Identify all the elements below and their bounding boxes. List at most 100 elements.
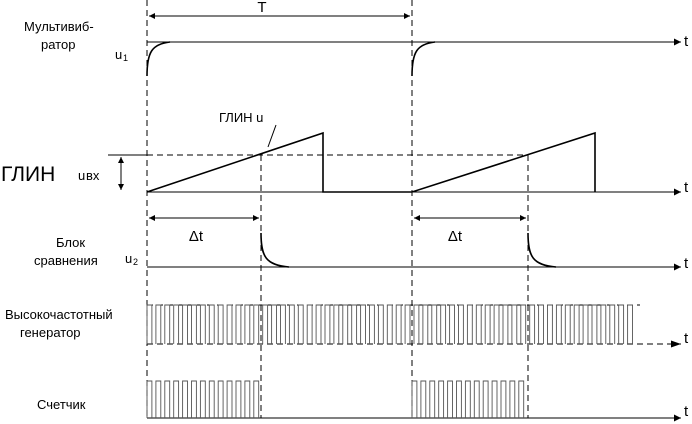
- hf-pulse: [155, 304, 162, 344]
- u2-subscript: 2: [133, 257, 138, 267]
- hf-pulse: [262, 304, 269, 344]
- u1-symbol: u: [115, 47, 122, 62]
- counter-pulse: [447, 380, 453, 418]
- hf-pulse: [199, 304, 206, 344]
- counter-pulse: [420, 380, 427, 418]
- hf-pulse: [591, 304, 598, 344]
- counter-pulse: [456, 380, 462, 418]
- hf-pulse: [609, 304, 616, 344]
- counter-pulse: [473, 380, 480, 418]
- multivibrator-label-line2: ратор: [41, 37, 75, 52]
- hf-pulse: [520, 304, 527, 344]
- hf-pulse: [502, 304, 509, 344]
- counter-label: Счетчик: [37, 397, 86, 412]
- counter-pulse: [438, 380, 445, 418]
- hf-pulse: [191, 304, 197, 344]
- hf-pulse: [395, 304, 402, 344]
- hf-pulse: [217, 304, 224, 344]
- counter-pulse: [208, 380, 215, 418]
- hf-generator-pulse-train: [146, 304, 633, 344]
- counter-pulse: [500, 380, 507, 418]
- delta-t-2-label: Δt: [448, 228, 463, 245]
- hf-pulse: [564, 304, 571, 344]
- hf-pulse: [538, 304, 544, 344]
- hf-pulse: [271, 304, 277, 344]
- hf-pulse: [360, 304, 366, 344]
- hf-pulse: [324, 304, 331, 344]
- counter-pulse: [464, 380, 471, 418]
- hf-pulse: [493, 304, 500, 344]
- hf-pulse: [146, 304, 153, 344]
- hf-pulse: [306, 304, 313, 344]
- uvx-symbol: u: [78, 168, 85, 183]
- counter-axis-t: t: [684, 403, 689, 420]
- counter-pulse: [173, 380, 180, 418]
- hf-pulse: [377, 304, 384, 344]
- hf-pulse: [484, 304, 491, 344]
- comparator-axis-t: t: [684, 255, 689, 272]
- hf-generator-label-line2: генератор: [20, 325, 81, 340]
- counter-pulse: [429, 380, 436, 418]
- hf-pulse: [226, 304, 233, 344]
- uvx-subscript: вх: [86, 168, 100, 183]
- hf-pulse: [529, 304, 536, 344]
- hf-pulse: [208, 304, 215, 344]
- hf-pulse: [511, 304, 518, 344]
- hf-pulse: [466, 304, 473, 344]
- hf-pulse: [280, 304, 286, 344]
- counter-pulse: [217, 380, 224, 418]
- hf-pulse: [627, 304, 633, 344]
- counter-pulse: [491, 380, 498, 418]
- hf-pulse: [458, 304, 464, 344]
- hf-generator-axis-t: t: [684, 330, 689, 347]
- counter-pulse: [199, 380, 206, 418]
- counter-pulse: [244, 380, 251, 418]
- multivibrator-signal-pulse-1: [146, 41, 171, 77]
- hf-pulse: [547, 304, 553, 344]
- delta-t-1-label: Δt: [189, 228, 204, 245]
- hf-pulse: [582, 304, 589, 344]
- hf-pulse: [440, 304, 447, 344]
- hf-pulse: [475, 304, 482, 344]
- hf-pulse: [422, 304, 429, 344]
- hf-pulse: [555, 304, 562, 344]
- counter-pulse: [155, 380, 162, 418]
- hf-generator-axis-arrowhead: [671, 340, 681, 348]
- counter-pulse: [182, 380, 188, 418]
- hf-pulse: [182, 304, 188, 344]
- glin-ramp-signal: [146, 131, 596, 193]
- counter-pulse-train: [146, 380, 525, 418]
- comparator-label-line1: Блок: [56, 235, 85, 250]
- hf-pulse: [288, 304, 295, 344]
- glin-label: ГЛИН: [1, 163, 55, 186]
- hf-pulse: [244, 304, 251, 344]
- counter-pulse: [482, 380, 489, 418]
- hf-pulse: [449, 304, 455, 344]
- counter-pulse: [164, 380, 171, 418]
- hf-pulse: [618, 304, 625, 344]
- hf-pulse: [253, 304, 260, 344]
- hf-pulse: [235, 304, 242, 344]
- hf-pulse: [386, 304, 393, 344]
- counter-pulse: [253, 380, 260, 418]
- hf-pulse: [315, 304, 322, 344]
- hf-pulse: [573, 304, 580, 344]
- u2-symbol: u: [125, 251, 132, 266]
- glin-u-leader: [267, 124, 277, 148]
- counter-pulse: [146, 380, 153, 418]
- hf-pulse: [164, 304, 171, 344]
- multivibrator-axis-t: t: [684, 33, 689, 50]
- hf-pulse: [173, 304, 180, 344]
- counter-pulse: [518, 380, 525, 418]
- glin-u-caption: ГЛИН u: [219, 110, 263, 125]
- comparator-signal-pulse-2: [527, 232, 557, 268]
- hf-pulse: [333, 304, 340, 344]
- hf-pulse: [297, 304, 304, 344]
- period-label: T: [257, 0, 266, 16]
- glin-axis-t: t: [684, 179, 689, 196]
- counter-pulse: [509, 380, 516, 418]
- multivibrator-signal-pulse-2: [411, 41, 436, 77]
- comparator-label-line2: сравнения: [34, 253, 98, 268]
- counter-pulse: [411, 380, 418, 418]
